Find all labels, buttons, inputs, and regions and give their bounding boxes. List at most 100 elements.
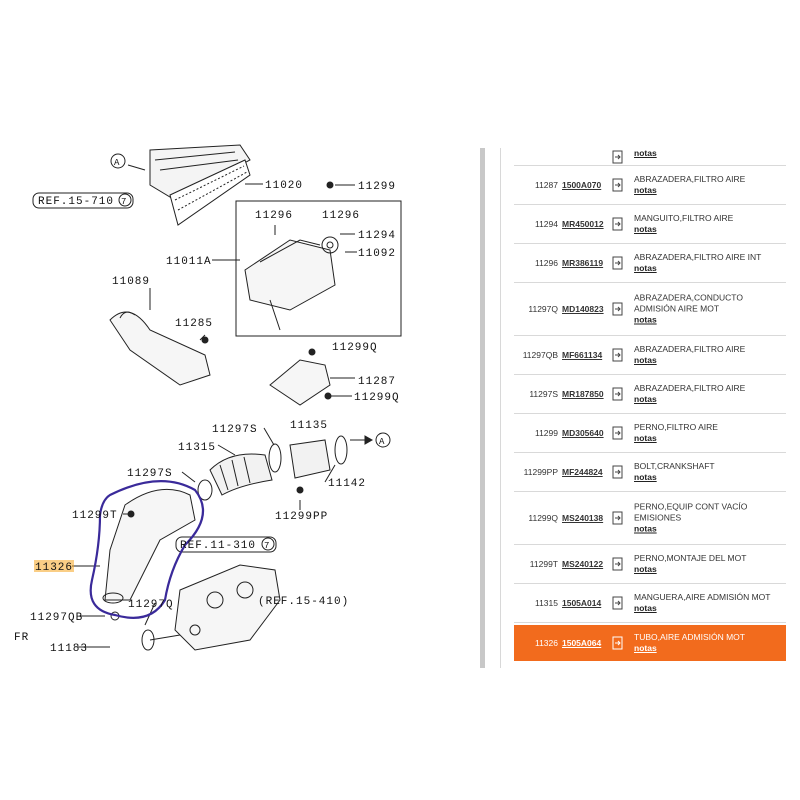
notes-icon[interactable] [612,178,624,192]
part-number: 11294 [534,219,558,229]
list-item[interactable]: 11299Q MS240138 PERNO,EQUIP CONT VACÍO E… [514,492,786,545]
part-description: BOLT,CRANKSHAFT [634,461,715,471]
label-fr: FR [14,632,29,644]
arrow-a-left: A [114,158,120,168]
part-code-link[interactable]: 1505A064 [562,638,602,648]
part-code-link[interactable]: MR450012 [562,219,604,229]
part-code-link[interactable]: 1505A014 [562,598,602,608]
list-item[interactable]: 11297Q MD140823 ABRAZADERA,CONDUCTO ADMI… [514,283,786,336]
label-11089: 11089 [112,276,150,288]
part-code-link[interactable]: MD140823 [562,304,604,314]
label-11315: 11315 [178,442,216,454]
parts-diagram: 11020 11299 REF.15-710 7 11296 11296 112… [14,144,402,655]
part-code-link[interactable]: MF244824 [562,467,603,477]
part-code-link[interactable]: 1500A070 [562,180,602,190]
part-number: 11326 [534,638,558,648]
label-11287: 11287 [358,376,396,388]
label-11020: 11020 [265,180,303,192]
notes-icon[interactable] [612,256,624,270]
notes-link[interactable]: notas [634,224,657,234]
part-number: 11315 [534,598,558,608]
notes-icon[interactable] [612,348,624,362]
label-11326: 11326 [35,562,73,574]
part-description: ABRAZADERA,FILTRO AIRE INT [634,252,762,262]
list-item[interactable]: 11296 MR386119 ABRAZADERA,FILTRO AIRE IN… [514,244,786,283]
ref-15-710: REF.15-710 [38,196,114,208]
label-11135: 11135 [290,420,328,432]
part-code-link[interactable]: MR187850 [562,389,604,399]
part-code-link[interactable]: MR386119 [562,258,604,268]
label-11092: 11092 [358,248,396,260]
label-11285: 11285 [175,318,213,330]
ref-11-310-num: 7 [264,541,270,551]
notes-icon[interactable] [612,426,624,440]
notes-icon[interactable] [612,511,624,525]
part-number: 11297QB [522,350,558,360]
notes-icon[interactable] [612,302,624,316]
label-11297s-a: 11297S [212,424,258,436]
notes-icon[interactable] [612,465,624,479]
label-11297qb: 11297QB [30,612,83,624]
part-description: ABRAZADERA,CONDUCTO ADMISIÓN AIRE MOT [634,292,743,314]
notes-icon[interactable] [612,557,624,571]
part-number: 11287 [534,180,558,190]
notes-link[interactable]: notas [634,472,657,482]
notes-link[interactable]: notas [634,394,657,404]
notes-link[interactable]: notas [634,643,657,653]
part-description: MANGUERA,AIRE ADMISIÓN MOT [634,592,771,602]
label-11296-a: 11296 [255,210,293,222]
part-number: 11297Q [528,304,558,314]
part-code-link[interactable]: MS240138 [562,513,604,523]
label-11183: 11183 [50,643,88,655]
label-11142: 11142 [328,478,366,490]
label-11297s-b: 11297S [127,468,173,480]
label-11294: 11294 [358,230,396,242]
notes-link[interactable]: notas [634,263,657,273]
list-item[interactable]: 11315 1505A014 MANGUERA,AIRE ADMISIÓN MO… [514,584,786,623]
notes-icon[interactable] [612,596,624,610]
part-description: PERNO,MONTAJE DEL MOT [634,553,747,563]
notes-icon[interactable] [612,387,624,401]
part-code-link[interactable]: MS240122 [562,559,604,569]
part-number: 11296 [534,258,558,268]
part-number: 11297S [529,389,558,399]
label-11297q: 11297Q [128,599,174,611]
part-description: TUBO,AIRE ADMISIÓN MOT [634,632,745,642]
part-number: 11299 [534,428,558,438]
notes-link[interactable]: notas [634,148,657,158]
notes-icon[interactable] [612,217,624,231]
part-description: PERNO,EQUIP CONT VACÍO EMISIONES [634,501,748,523]
label-11296-b: 11296 [322,210,360,222]
part-number: 11299T [529,559,558,569]
ref-15-710-num: 7 [121,197,127,207]
part-code-link[interactable]: MD305640 [562,428,604,438]
notes-link[interactable]: notas [634,314,657,325]
part-description: ABRAZADERA,FILTRO AIRE [634,344,746,354]
part-code-link[interactable]: MF661134 [562,350,603,360]
annotation-circle [89,480,205,619]
notes-link[interactable]: notas [634,433,657,443]
notes-link[interactable]: notas [634,185,657,195]
notes-link[interactable]: notas [634,564,657,574]
part-number: 11299PP [523,467,558,477]
label-11299: 11299 [358,181,396,193]
notes-icon[interactable] [612,150,624,164]
notes-link[interactable]: notas [634,355,657,365]
notes-link[interactable]: notas [634,523,657,534]
part-description: MANGUITO,FILTRO AIRE [634,213,734,223]
scroll-divider [480,148,485,668]
part-number: 11299Q [528,513,558,523]
column-divider [500,148,501,668]
notes-icon[interactable] [612,636,624,650]
label-11299pp: 11299PP [275,511,328,523]
notes-link[interactable]: notas [634,603,657,613]
arrow-a-right: A [379,437,385,447]
